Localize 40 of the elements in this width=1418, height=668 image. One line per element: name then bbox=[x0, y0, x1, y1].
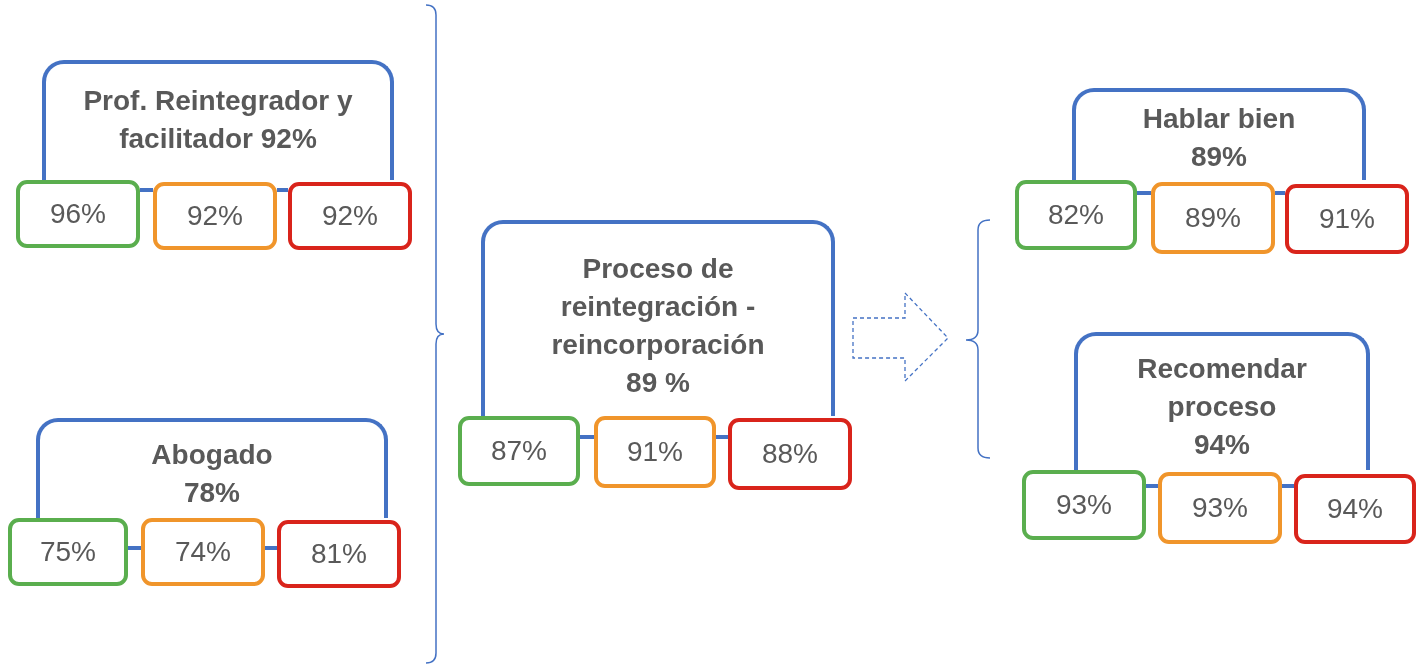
percentage-box bbox=[1022, 470, 1146, 540]
percentage-box bbox=[458, 416, 580, 486]
box-text: 96% bbox=[49, 198, 106, 230]
box-text: Hablar bien 89% bbox=[1141, 102, 1297, 174]
box-text: 92% bbox=[186, 200, 243, 232]
process-box bbox=[1074, 332, 1370, 470]
box-text: 81% bbox=[310, 538, 367, 570]
process-box bbox=[1072, 88, 1366, 180]
box-text: Proceso de reintegración - reincorporación 89 % bbox=[550, 252, 766, 400]
box-text: Recomendar proceso 94% bbox=[1137, 352, 1307, 462]
box-text: 75% bbox=[39, 536, 96, 568]
box-text: Prof. Reintegrador y facilitador 92% bbox=[82, 84, 354, 156]
box-text: Abogado 78% bbox=[150, 438, 274, 510]
percentage-box bbox=[141, 518, 265, 586]
box-text: 89% bbox=[1184, 202, 1241, 234]
percentage-box bbox=[728, 418, 852, 490]
percentage-box bbox=[8, 518, 128, 586]
box-text: 88% bbox=[761, 438, 818, 470]
process-box bbox=[481, 220, 835, 416]
percentage-box bbox=[1294, 474, 1416, 544]
box-text: 93% bbox=[1191, 492, 1248, 524]
process-box bbox=[36, 418, 388, 518]
percentage-box bbox=[153, 182, 277, 250]
box-text: 92% bbox=[321, 200, 378, 232]
percentage-box bbox=[1151, 182, 1275, 254]
box-text: 87% bbox=[490, 435, 547, 467]
percentage-box bbox=[594, 416, 716, 488]
process-box bbox=[42, 60, 394, 180]
box-text: 74% bbox=[174, 536, 231, 568]
percentage-box bbox=[277, 520, 401, 588]
box-text: 91% bbox=[626, 436, 683, 468]
percentage-box bbox=[1158, 472, 1282, 544]
percentage-box bbox=[1015, 180, 1137, 250]
box-text: 82% bbox=[1047, 199, 1104, 231]
box-text: 94% bbox=[1326, 493, 1383, 525]
box-text: 91% bbox=[1318, 203, 1375, 235]
box-text: 93% bbox=[1055, 489, 1112, 521]
percentage-box bbox=[16, 180, 140, 248]
percentage-box bbox=[1285, 184, 1409, 254]
percentage-box bbox=[288, 182, 412, 250]
